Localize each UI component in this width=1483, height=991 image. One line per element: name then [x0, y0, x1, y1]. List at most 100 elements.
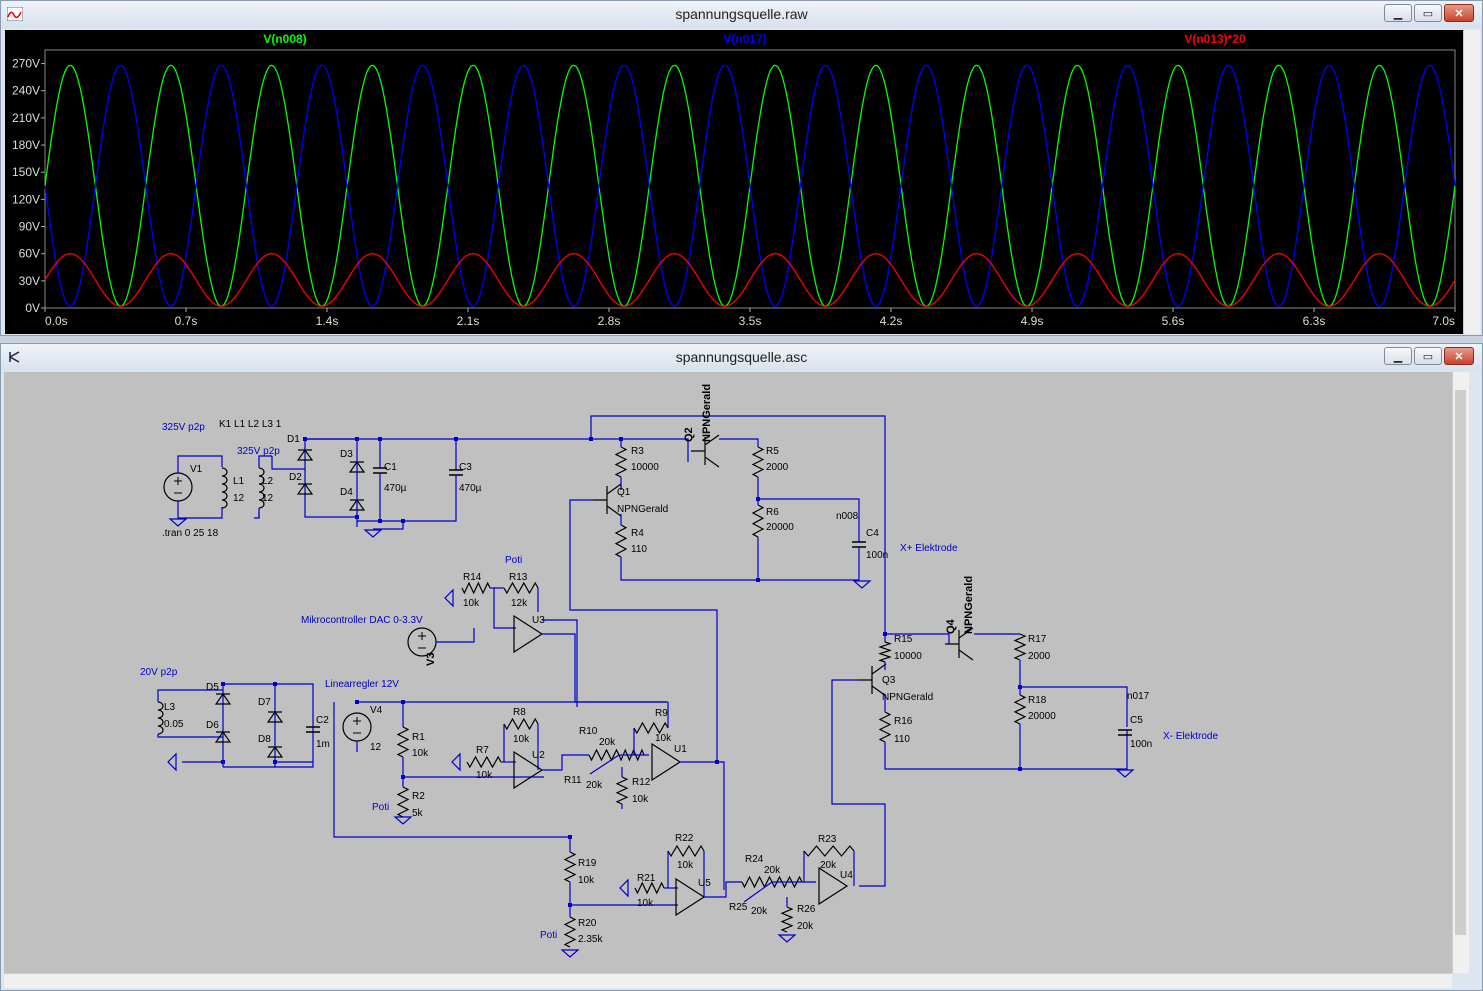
- r6-resistor: [751, 504, 765, 538]
- wire: [373, 521, 404, 530]
- schematic-maximize-button[interactable]: ▭: [1414, 347, 1442, 365]
- label-r20: R20: [578, 918, 597, 929]
- junction-dot: [273, 682, 277, 686]
- label-r5: R5: [766, 446, 779, 457]
- label-q1m: NPNGerald: [617, 504, 668, 515]
- label-r12: R12: [632, 777, 651, 788]
- trace-legend-label: V(n008): [263, 32, 306, 46]
- r19-resistor: [563, 851, 577, 883]
- r1-resistor: [396, 726, 410, 758]
- wire: [704, 881, 742, 898]
- y-tick-label: 270V: [12, 57, 40, 71]
- label-r4v: 110: [631, 544, 647, 555]
- label-u5: U5: [698, 878, 711, 889]
- u1-opamp: [651, 742, 682, 782]
- label-r9: R9: [655, 708, 668, 719]
- label-c4: C4: [866, 528, 879, 539]
- ground-icon: [444, 588, 454, 608]
- label-xplus: X+ Elektrode: [900, 543, 958, 554]
- maximize-button[interactable]: ▭: [1414, 4, 1442, 22]
- r16-resistor: [878, 711, 892, 743]
- wire: [542, 619, 578, 707]
- minimize-button[interactable]: ▁: [1384, 4, 1412, 22]
- q2-transistor: [691, 434, 720, 468]
- wire: [542, 633, 666, 703]
- junction-dot: [355, 515, 359, 519]
- label-r6v: 20000: [766, 522, 794, 533]
- wire: [254, 508, 260, 519]
- ground-icon: [167, 752, 177, 772]
- c5-capacitor: [1118, 729, 1132, 736]
- waveform-scrollbar[interactable]: [1463, 30, 1480, 334]
- schematic-close-button[interactable]: ✕: [1444, 347, 1474, 365]
- wire: [177, 501, 223, 519]
- label-r11v: 20k: [586, 780, 603, 791]
- junction-dot: [756, 578, 760, 582]
- label-c2v: 1m: [316, 739, 330, 750]
- close-button[interactable]: ✕: [1444, 4, 1474, 22]
- label-d2: D2: [289, 472, 302, 483]
- schematic-minimize-button[interactable]: ▁: [1384, 347, 1412, 365]
- wire: [1019, 660, 1128, 727]
- x-tick-label: 2.1s: [457, 314, 480, 328]
- ground-icon: [1115, 769, 1135, 778]
- d7-diode: [266, 710, 284, 723]
- label-l3v: 0.05: [164, 719, 184, 730]
- label-r10: R10: [579, 726, 598, 737]
- polarity-marks: [418, 632, 426, 649]
- wire: [743, 881, 773, 903]
- plot-frame: [44, 49, 1456, 309]
- label-r1: R1: [412, 732, 425, 743]
- schematic-vertical-scrollbar[interactable]: [1452, 372, 1469, 973]
- r24-resistor: [741, 875, 773, 889]
- label-u4: U4: [840, 870, 853, 881]
- d6-diode: [214, 730, 232, 743]
- trace-legend-label: V(n013)*20: [1184, 32, 1246, 46]
- label-c1v: 470µ: [384, 483, 407, 494]
- x-tick-label: 0.7s: [175, 314, 198, 328]
- label-r25v: 20k: [751, 906, 768, 917]
- wire: [436, 628, 475, 643]
- label-r20v: 2.35k: [578, 934, 603, 945]
- wire: [357, 475, 457, 522]
- label-l3: L3: [164, 702, 176, 713]
- junction-dot: [378, 437, 382, 441]
- maximize-icon: ▭: [1422, 350, 1434, 363]
- wire: [680, 761, 725, 890]
- label-r22v: 10k: [677, 860, 694, 871]
- label-q4m: NPNGerald: [963, 576, 975, 634]
- c4-capacitor: [852, 541, 866, 548]
- label-d4: D4: [340, 487, 353, 498]
- y-tick-label: 180V: [12, 138, 40, 152]
- close-icon: ✕: [1454, 350, 1464, 363]
- r13-resistor: [503, 581, 539, 595]
- schematic-horizontal-scrollbar[interactable]: [4, 973, 1452, 988]
- label-l2: L2: [262, 476, 274, 487]
- label-r15: R15: [894, 634, 913, 645]
- junction-dot: [619, 437, 623, 441]
- x-tick-label: 2.8s: [598, 314, 621, 328]
- maximize-icon: ▭: [1422, 7, 1434, 20]
- label-r23v: 20k: [820, 860, 837, 871]
- scroll-thumb[interactable]: [1455, 390, 1466, 935]
- ground-icon: [777, 934, 797, 943]
- label-v4: V4: [370, 705, 383, 716]
- label-c3: C3: [459, 462, 472, 473]
- label-v4v: 12: [370, 742, 382, 753]
- schematic-titlebar[interactable]: spannungsquelle.asc ▁ ▭ ✕: [1, 344, 1482, 371]
- label-r7: R7: [476, 745, 489, 756]
- label-r22: R22: [675, 833, 694, 844]
- label-r15v: 10000: [894, 651, 922, 662]
- r15-resistor: [878, 641, 892, 663]
- wire: [831, 679, 886, 887]
- waveform-titlebar[interactable]: spannungsquelle.raw ▁ ▭ ✕: [1, 1, 1482, 28]
- junction-dot: [1018, 767, 1022, 771]
- y-tick-label: 150V: [12, 165, 40, 179]
- r23-resistor: [803, 845, 855, 857]
- schematic-app-icon: [9, 351, 20, 363]
- y-tick-label: 30V: [19, 274, 40, 288]
